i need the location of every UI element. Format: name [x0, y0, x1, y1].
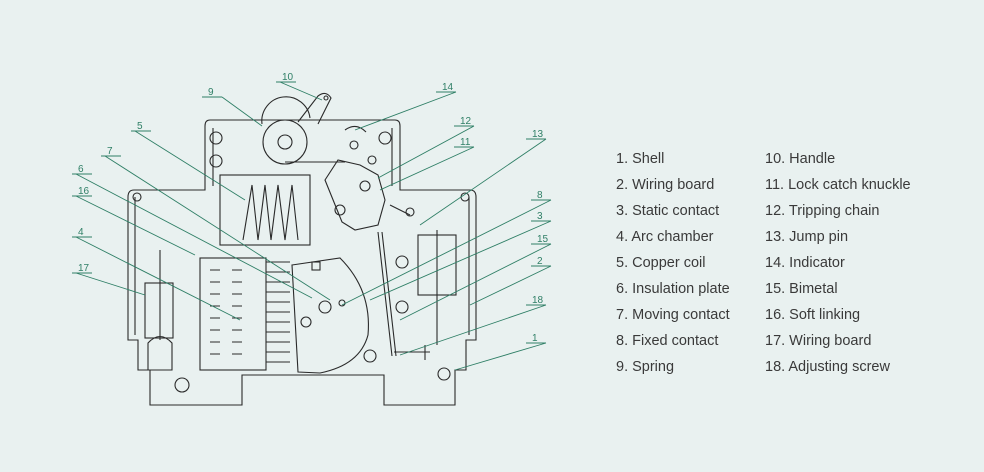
legend-item: 7. Moving contact: [616, 307, 730, 323]
callout-9: 9: [202, 87, 263, 127]
callout-label: 5: [137, 121, 143, 132]
leader-line: [131, 130, 246, 201]
lock-mechanism: [324, 125, 415, 231]
leader-line: [469, 265, 552, 306]
leader-line: [276, 81, 323, 101]
callout-14: 14: [354, 82, 457, 131]
legend-left-column: 1. Shell 2. Wiring board 3. Static conta…: [616, 149, 730, 383]
leader-line: [399, 243, 552, 321]
callout-label: 9: [208, 87, 214, 98]
leader-line: [202, 96, 263, 127]
callout-label: 15: [537, 234, 549, 245]
callout-5: 5: [131, 121, 246, 201]
legend-item: 8. Fixed contact: [616, 333, 719, 349]
shell-outline: [127, 119, 477, 406]
callout-6: 6: [72, 164, 313, 299]
legend-item: 15. Bimetal: [765, 281, 838, 297]
callout-label: 3: [537, 211, 543, 222]
callout-1: 1: [454, 333, 547, 371]
legend-item: 6. Insulation plate: [616, 281, 730, 297]
callout-label: 14: [442, 82, 454, 93]
callout-18: 18: [399, 295, 547, 356]
callout-label: 6: [78, 164, 84, 175]
leader-line: [341, 199, 552, 306]
legend-item: 14. Indicator: [765, 255, 845, 271]
callout-label: 8: [537, 190, 543, 201]
callout-label: 10: [282, 72, 294, 83]
callout-16: 16: [72, 186, 196, 256]
moving-contact: [291, 257, 369, 374]
callout-label: 16: [78, 186, 90, 197]
callout-8: 8: [341, 190, 552, 306]
leader-line: [72, 195, 196, 256]
callout-4: 4: [72, 227, 241, 321]
legend-item: 18. Adjusting screw: [765, 359, 890, 375]
leader-line: [72, 236, 241, 321]
arc-chamber: [199, 257, 290, 371]
leader-line: [454, 342, 547, 371]
legend-item: 10. Handle: [765, 151, 836, 167]
leader-line: [399, 304, 547, 356]
callout-13: 13: [419, 129, 547, 226]
leader-line: [377, 125, 475, 179]
bimetal: [363, 231, 451, 381]
handle: [261, 92, 345, 165]
leader-line: [101, 155, 331, 301]
leader-line: [379, 146, 475, 191]
leader-line: [354, 91, 457, 131]
leader-line: [72, 173, 313, 299]
legend-item: 16. Soft linking: [765, 307, 861, 323]
leader-line: [369, 220, 552, 301]
legend-item: 3. Static contact: [616, 203, 720, 219]
legend-item: 13. Jump pin: [765, 229, 849, 245]
legend-item: 4. Arc chamber: [616, 229, 714, 245]
leader-line: [72, 272, 146, 296]
callout-label: 17: [78, 263, 90, 274]
legend-item: 12. Tripping chain: [765, 203, 880, 219]
callout-17: 17: [72, 263, 146, 296]
callout-11: 11: [379, 137, 475, 191]
callout-label: 11: [460, 137, 471, 148]
legend-item: 5. Copper coil: [616, 255, 706, 271]
callout-3: 3: [369, 211, 552, 301]
leader-line: [419, 138, 547, 226]
copper-coil: [219, 174, 311, 246]
callout-label: 2: [537, 256, 543, 267]
callout-label: 12: [460, 116, 472, 127]
legend-item: 17. Wiring board: [765, 333, 872, 349]
callout-12: 12: [377, 116, 475, 179]
legend-right-column: 10. Handle 11. Lock catch knuckle 12. Tr…: [765, 149, 911, 383]
callout-10: 10: [276, 72, 323, 101]
legend-item: 9. Spring: [616, 359, 675, 375]
callout-label: 4: [78, 227, 84, 238]
legend-item: 11. Lock catch knuckle: [765, 177, 911, 193]
callout-15: 15: [399, 234, 552, 321]
legend-item: 1. Shell: [616, 151, 665, 167]
wiring-boards: [144, 230, 457, 393]
callout-label: 1: [532, 333, 538, 344]
callout-2: 2: [469, 256, 552, 306]
callout-label: 13: [532, 129, 544, 140]
callout-label: 7: [107, 146, 113, 157]
callout-label: 18: [532, 295, 544, 306]
breaker-drawing: [127, 92, 477, 406]
callout-7: 7: [101, 146, 331, 301]
legend-item: 2. Wiring board: [616, 177, 715, 193]
